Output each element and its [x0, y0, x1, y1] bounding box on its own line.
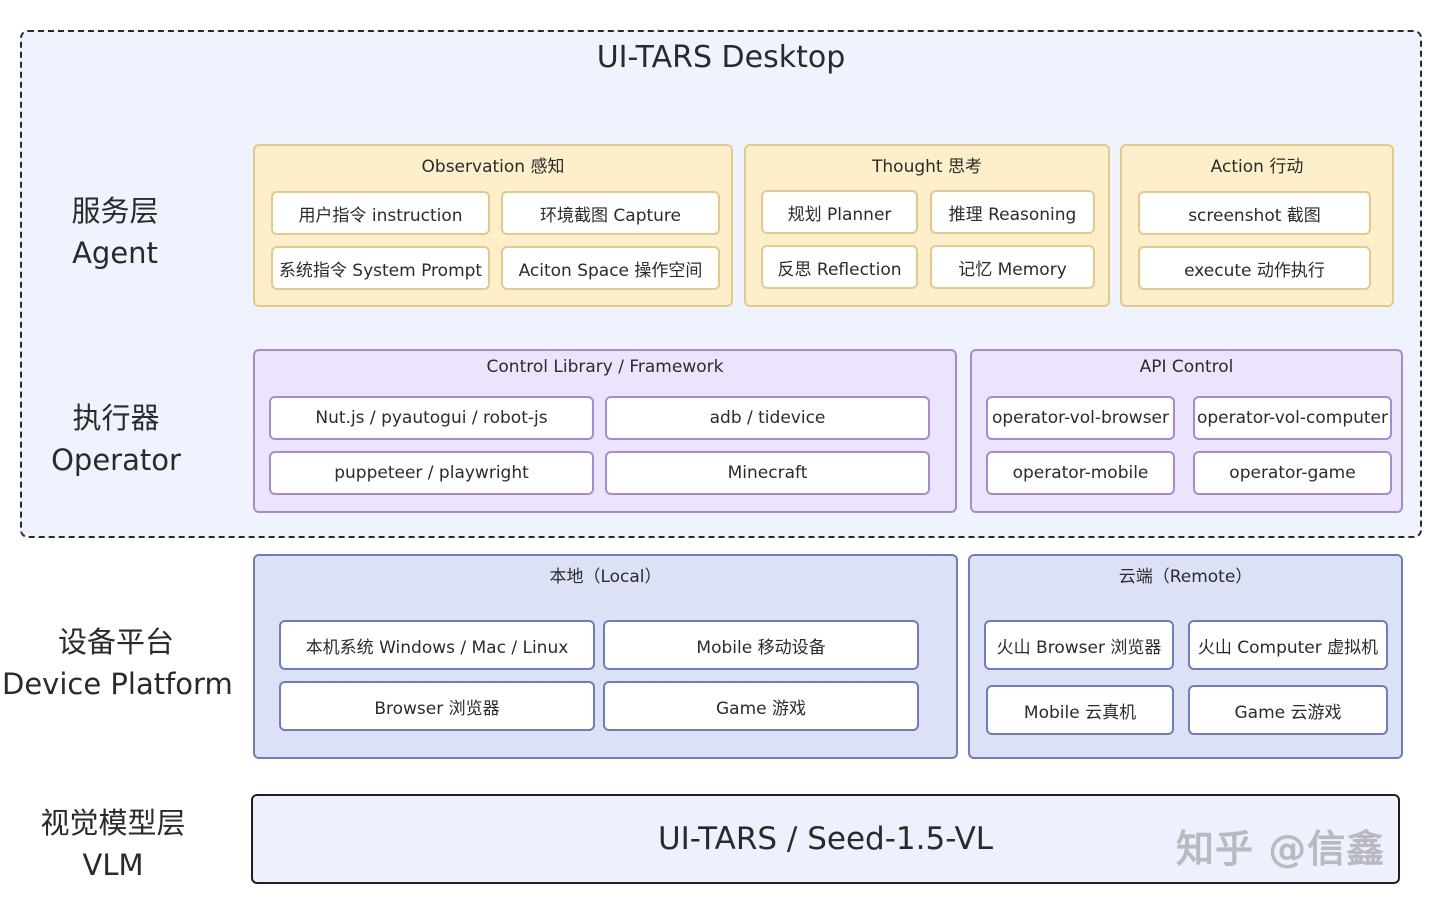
- thought-item: 记忆 Memory: [930, 245, 1095, 289]
- layer-label-operator: 执行器 Operator: [30, 397, 202, 481]
- layer-label-vlm-en: VLM: [82, 848, 144, 882]
- watermark: 知乎 @信鑫: [1176, 827, 1386, 871]
- observation-item: Aciton Space 操作空间: [501, 246, 720, 290]
- api-control-title: API Control: [1139, 357, 1234, 377]
- control-library-item: Minecraft: [605, 451, 930, 495]
- local-device-item: Browser 浏览器: [279, 681, 595, 731]
- control-library-item: Nut.js / pyautogui / robot-js: [269, 396, 594, 440]
- remote-device-group: 云端（Remote） 火山 Browser 浏览器 火山 Computer 虚拟…: [968, 554, 1403, 759]
- observation-item: 环境截图 Capture: [501, 191, 720, 235]
- thought-title: Thought 思考: [872, 157, 982, 177]
- vlm-model-label: UI-TARS / Seed-1.5-VL: [657, 821, 994, 857]
- layer-label-operator-zh: 执行器: [72, 401, 160, 435]
- layer-label-vlm-zh: 视觉模型层: [40, 806, 186, 840]
- layer-label-device: 设备平台 Device Platform: [2, 621, 233, 705]
- local-device-item: Game 游戏: [603, 681, 919, 731]
- layer-label-device-zh: 设备平台: [57, 625, 174, 659]
- action-item: execute 动作执行: [1138, 246, 1371, 290]
- thought-item: 推理 Reasoning: [930, 190, 1095, 234]
- control-library-item: adb / tidevice: [605, 396, 930, 440]
- layer-label-vlm: 视觉模型层 VLM: [28, 802, 198, 886]
- layer-label-agent: 服务层 Agent: [30, 190, 200, 274]
- remote-device-title: 云端（Remote）: [1118, 567, 1253, 587]
- api-control-group: API Control operator-vol-browser operato…: [970, 349, 1403, 513]
- api-control-item: operator-game: [1193, 451, 1392, 495]
- thought-item: 规划 Planner: [761, 190, 918, 234]
- control-library-item: puppeteer / playwright: [269, 451, 594, 495]
- thought-group: Thought 思考 规划 Planner 推理 Reasoning 反思 Re…: [744, 144, 1110, 307]
- observation-item: 用户指令 instruction: [271, 191, 490, 235]
- observation-item: 系统指令 System Prompt: [271, 246, 490, 290]
- layer-label-agent-zh: 服务层: [71, 194, 159, 228]
- remote-device-item: Game 云游戏: [1188, 685, 1388, 735]
- local-device-item: 本机系统 Windows / Mac / Linux: [279, 620, 595, 670]
- remote-device-item: Mobile 云真机: [986, 685, 1174, 735]
- layer-label-agent-en: Agent: [72, 236, 158, 270]
- local-device-item: Mobile 移动设备: [603, 620, 919, 670]
- local-device-group: 本地（Local） 本机系统 Windows / Mac / Linux Mob…: [253, 554, 958, 759]
- action-group: Action 行动 screenshot 截图 execute 动作执行: [1120, 144, 1394, 307]
- remote-device-item: 火山 Browser 浏览器: [984, 620, 1174, 670]
- diagram-title: UI-TARS Desktop: [596, 40, 846, 75]
- observation-title: Observation 感知: [421, 157, 565, 177]
- vlm-model-box: UI-TARS / Seed-1.5-VL: [251, 794, 1400, 884]
- api-control-item: operator-mobile: [986, 451, 1175, 495]
- api-control-item: operator-vol-computer: [1193, 396, 1392, 440]
- action-title: Action 行动: [1210, 157, 1304, 177]
- api-control-item: operator-vol-browser: [986, 396, 1175, 440]
- layer-label-device-en: Device Platform: [2, 667, 233, 701]
- local-device-title: 本地（Local）: [549, 567, 662, 587]
- control-library-title: Control Library / Framework: [486, 357, 724, 377]
- remote-device-item: 火山 Computer 虚拟机: [1188, 620, 1388, 670]
- observation-group: Observation 感知 用户指令 instruction 环境截图 Cap…: [253, 144, 733, 307]
- thought-item: 反思 Reflection: [761, 245, 918, 289]
- control-library-group: Control Library / Framework Nut.js / pya…: [253, 349, 957, 513]
- action-item: screenshot 截图: [1138, 191, 1371, 235]
- layer-label-operator-en: Operator: [51, 443, 181, 477]
